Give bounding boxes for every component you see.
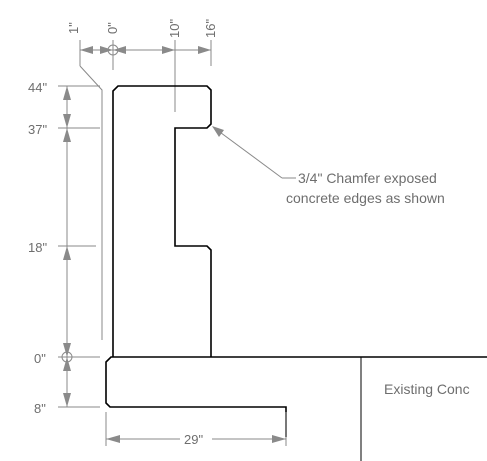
top-label-0in: 0"	[105, 22, 120, 34]
arrow-left-44	[63, 86, 71, 100]
existing-concrete-label: Existing Conc	[384, 381, 470, 397]
arrow-left-0-down	[63, 357, 71, 371]
left-label-8in: 8"	[34, 401, 46, 416]
arrow-bottom-left	[106, 435, 120, 443]
left-label-0in: 0"	[34, 351, 46, 366]
curb-wall-outline	[112, 85, 212, 357]
chamfer-note-line2: concrete edges as shown	[286, 190, 445, 206]
arrow-top-10	[162, 46, 175, 54]
left-label-44in: 44"	[28, 80, 47, 95]
chamfer-callout: 3/4" Chamfer exposed concrete edges as s…	[212, 126, 445, 206]
top-dimension-group: 1" 0" 10" 16"	[66, 19, 218, 112]
chamfer-note-line1: 3/4" Chamfer exposed	[298, 170, 437, 186]
arrow-left-18	[63, 246, 71, 260]
chamfer-leader-arrow	[212, 126, 224, 137]
arrow-left-37-down	[63, 128, 71, 142]
arrow-bottom-right	[272, 435, 286, 443]
arrow-left-37-up	[63, 114, 71, 128]
footing-profile	[105, 356, 487, 437]
arrow-top-16	[198, 46, 211, 54]
chamfer-leader-line	[212, 126, 283, 179]
left-label-18in: 18"	[28, 240, 47, 255]
top-label-16in: 16"	[203, 19, 218, 38]
arrow-top-0-right	[113, 46, 126, 54]
top-label-10in: 10"	[167, 19, 182, 38]
arrow-left-8	[63, 393, 71, 407]
bottom-dimension-group: 29"	[105, 412, 287, 447]
arrow-top-1	[80, 46, 93, 54]
bottom-label-29in: 29"	[184, 432, 203, 447]
wall-profile	[112, 85, 212, 357]
one-inch-leader	[79, 65, 103, 340]
arrow-top-0-left	[100, 46, 113, 54]
arrow-left-0-up	[63, 343, 71, 357]
left-dimension-group: 44" 37" 18" 0" 8"	[28, 80, 100, 416]
top-label-1in: 1"	[66, 22, 81, 34]
footing-outline	[105, 356, 487, 461]
left-label-37in: 37"	[28, 122, 47, 137]
